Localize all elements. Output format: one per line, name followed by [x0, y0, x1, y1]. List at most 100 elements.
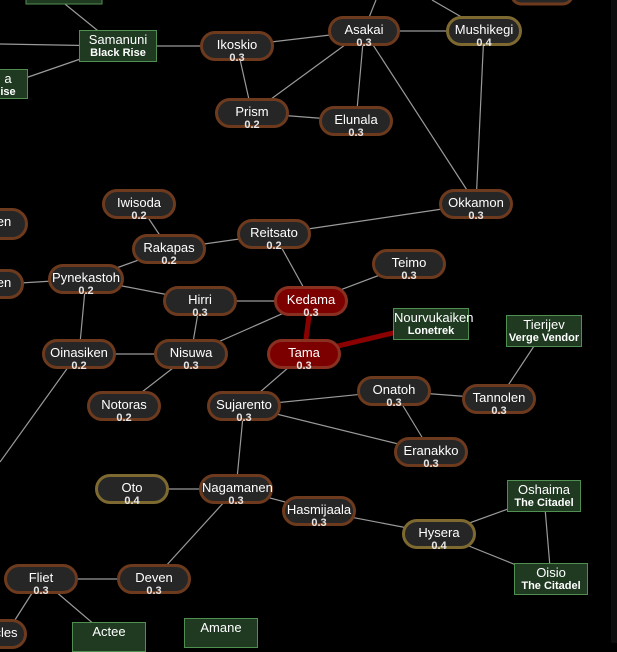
system-name: Notoras: [101, 397, 147, 412]
system-name: Fliet: [28, 570, 54, 585]
security-status: 0.3: [296, 360, 312, 372]
security-status: 0.3: [356, 37, 372, 49]
system-name: en: [0, 275, 12, 290]
security-status: 0.3: [348, 127, 364, 139]
security-status: 0.4: [431, 540, 447, 552]
system-name: Oisio: [536, 565, 566, 580]
system-name: Eranakko: [403, 443, 459, 458]
security-status: 0.2: [78, 285, 94, 297]
system-name: Nagamanen: [202, 480, 273, 495]
system-node-left-en1[interactable]: en: [0, 208, 28, 240]
region-label: The Citadel: [514, 497, 574, 509]
security-status: 0.3: [468, 210, 484, 222]
system-name: Rakapas: [143, 240, 195, 255]
security-status: 0.3: [491, 405, 507, 417]
security-status: 0.2: [266, 240, 282, 252]
system-node-amane[interactable]: Amane: [184, 618, 258, 648]
system-name: Tannolen: [472, 390, 526, 405]
security-status: 0.4: [124, 495, 140, 507]
system-name: Reitsato: [250, 225, 298, 240]
system-name: Oshaima: [517, 482, 571, 497]
system-name: Teimo: [391, 255, 427, 270]
partial-node-top-left: [25, 0, 103, 5]
scroll-track[interactable]: [611, 0, 617, 643]
edge-asakai-okkamon: [363, 30, 477, 205]
partial-node-top-right: [511, 0, 573, 6]
security-status: 0.3: [183, 360, 199, 372]
security-status: 0.3: [236, 412, 252, 424]
region-label: Black Rise: [90, 47, 146, 59]
system-name: Hirri: [188, 292, 212, 307]
system-name: Hysera: [418, 525, 460, 540]
security-status: 0.2: [244, 119, 260, 131]
system-name: Oto: [121, 480, 143, 495]
security-status: 0.2: [71, 360, 87, 372]
system-name: Tierijev: [523, 317, 565, 332]
system-name: Tama: [288, 345, 320, 360]
security-status: 0.3: [146, 585, 162, 597]
system-node-actee[interactable]: Actee: [72, 622, 146, 652]
system-name: Pynekastoh: [52, 270, 120, 285]
system-name: Oinasiken: [50, 345, 108, 360]
system-name: Prism: [235, 104, 269, 119]
security-status: 0.4: [476, 37, 492, 49]
system-name: Hasmijaala: [286, 502, 352, 517]
system-name: Samanuni: [88, 32, 148, 47]
security-status: 0.3: [33, 585, 49, 597]
system-name: Iwisoda: [116, 195, 162, 210]
system-name: Ikoskio: [216, 37, 258, 52]
system-name: Onatoh: [372, 382, 416, 397]
security-status: 0.2: [131, 210, 147, 222]
system-name: cles: [0, 625, 18, 640]
security-status: 0.3: [228, 495, 244, 507]
system-name: Nourvukaiken: [394, 310, 474, 325]
security-status: 0.3: [401, 270, 417, 282]
security-status: 0.3: [229, 52, 245, 64]
system-name: Elunala: [334, 112, 378, 127]
system-node-left-cles[interactable]: cles: [0, 619, 27, 649]
system-name: Asakai: [344, 22, 384, 37]
system-node-left-en2[interactable]: en: [0, 269, 24, 299]
security-status: 0.2: [161, 255, 177, 267]
system-name: Sujarento: [216, 397, 272, 412]
system-name: en: [0, 214, 12, 229]
security-status: 0.3: [192, 307, 208, 319]
region-label: The Citadel: [521, 580, 581, 592]
region-label: Lonetrek: [407, 325, 455, 337]
security-status: 0.3: [303, 307, 319, 319]
system-name: Kedama: [286, 292, 336, 307]
